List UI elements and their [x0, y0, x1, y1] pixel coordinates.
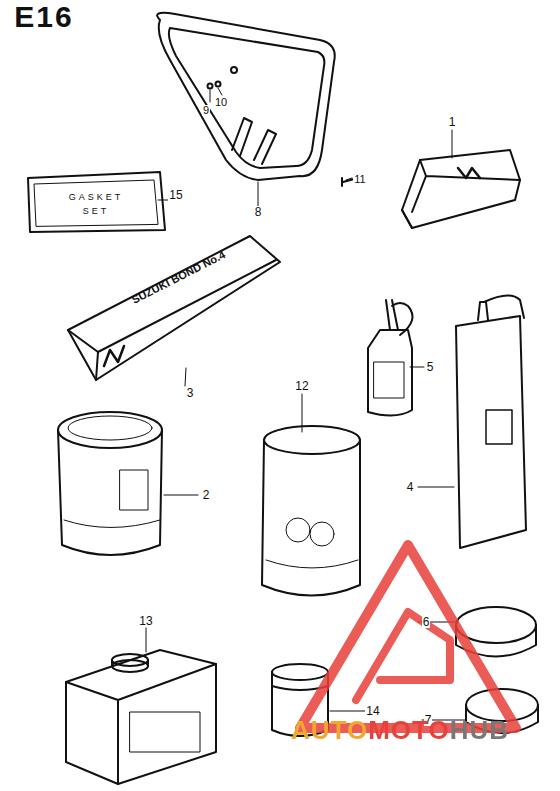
oil-bottle — [368, 300, 413, 416]
glass-jar — [262, 426, 360, 596]
package-text: GASKET SET — [66, 190, 126, 219]
callout-number: 2 — [202, 489, 211, 501]
callout-number: 9 — [202, 105, 210, 116]
page-code: E16 — [14, 2, 73, 32]
package-text: SUZUKI BOND No.4 — [131, 249, 228, 306]
callout-number: 12 — [294, 380, 309, 392]
callout-number: 5 — [426, 361, 435, 373]
callout-number: 1 — [448, 116, 457, 128]
spray-pouch — [456, 295, 526, 548]
oil-tin — [66, 650, 216, 784]
callout-number: 15 — [168, 189, 183, 201]
watermark: AUTOMOTOHUB — [291, 717, 509, 743]
callout-number: 4 — [406, 481, 415, 493]
callout-number: 13 — [138, 615, 153, 627]
callout-number: 6 — [422, 616, 431, 628]
bond-box — [68, 236, 280, 380]
callout-number: 11 — [353, 174, 366, 185]
watermark-logo — [300, 545, 516, 728]
tin-can — [58, 412, 162, 555]
callout-number: 8 — [254, 206, 263, 218]
leader-lines — [146, 88, 466, 720]
callout-number: 10 — [214, 97, 228, 108]
callout-number: 3 — [186, 387, 195, 399]
helmet-holder-frame — [157, 13, 335, 180]
tool-kit-case — [402, 150, 520, 228]
callout-number: 14 — [365, 705, 380, 717]
gasket-set-envelope — [28, 172, 165, 232]
